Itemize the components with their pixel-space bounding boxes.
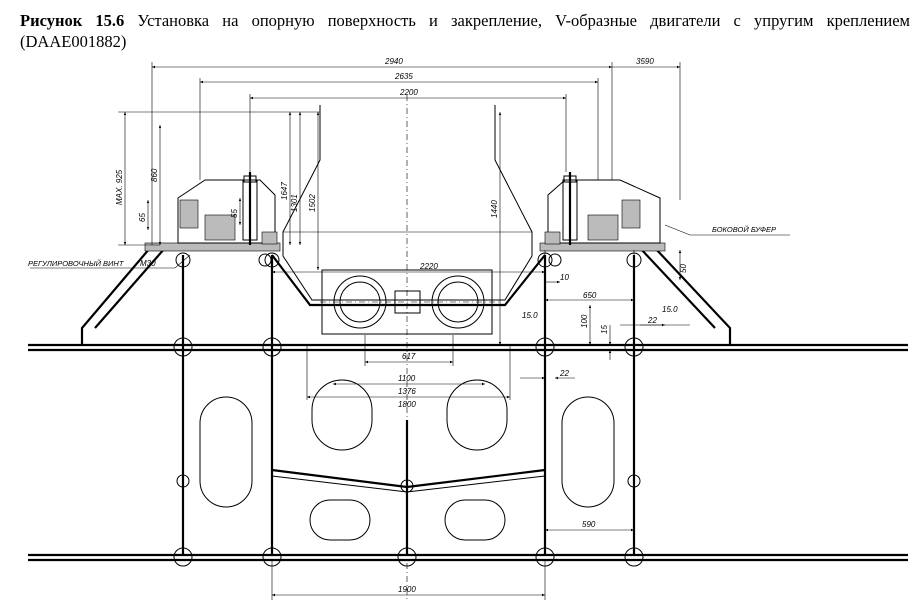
dim-1100: 1100 <box>398 374 416 383</box>
figure-caption: Рисунок 15.6 Установка на опорную поверх… <box>20 10 910 52</box>
dim-2940: 2940 <box>384 57 403 66</box>
dimension-lines <box>30 62 790 600</box>
dim-15-left: 15.0 <box>522 311 538 320</box>
label-m30: M30 <box>140 259 156 268</box>
dim-650: 650 <box>583 291 597 300</box>
right-elastic-mount <box>539 172 666 267</box>
dim-22-bottom: 22 <box>559 369 569 378</box>
dim-1900: 1900 <box>398 585 416 594</box>
label-side-buffer: БОКОВОЙ БУФЕР <box>712 225 776 234</box>
dim-1647: 1647 <box>280 182 289 200</box>
dim-2220: 2220 <box>419 262 438 271</box>
dim-617: 617 <box>402 352 416 361</box>
engine-body <box>271 95 546 600</box>
dim-max-925: MAX. 925 <box>115 169 124 205</box>
dim-1440: 1440 <box>490 200 499 218</box>
figure-number: Рисунок 15.6 <box>20 11 125 30</box>
dim-15-right: 15.0 <box>662 305 678 314</box>
dim-1800: 1800 <box>398 400 416 409</box>
dim-590: 590 <box>582 520 596 529</box>
left-elastic-mount <box>144 172 281 267</box>
figure-title: Установка на опорную поверхность и закре… <box>20 11 910 51</box>
dim-65: 65 <box>138 213 147 222</box>
dim-1301: 1301 <box>290 194 299 212</box>
dim-860: 860 <box>150 168 159 182</box>
label-adjusting-screw: РЕГУЛИРОВОЧНЫЙ ВИНТ <box>28 259 125 268</box>
dim-100: 100 <box>580 314 589 328</box>
dim-1502: 1502 <box>308 194 317 212</box>
dim-10: 10 <box>560 273 569 282</box>
dim-22-top: 22 <box>647 316 657 325</box>
dim-50: 50 <box>679 264 688 273</box>
dim-15: 15 <box>600 325 609 334</box>
dimension-texts: 2940 3590 2635 2200 MAX. 925 860 65 1647… <box>28 57 776 594</box>
dim-2200: 2200 <box>399 88 418 97</box>
dim-1376: 1376 <box>398 387 416 396</box>
dim-55: 55 <box>230 209 239 218</box>
dim-3590: 3590 <box>636 57 654 66</box>
foundation-structure <box>28 247 908 567</box>
dim-2635: 2635 <box>394 72 413 81</box>
